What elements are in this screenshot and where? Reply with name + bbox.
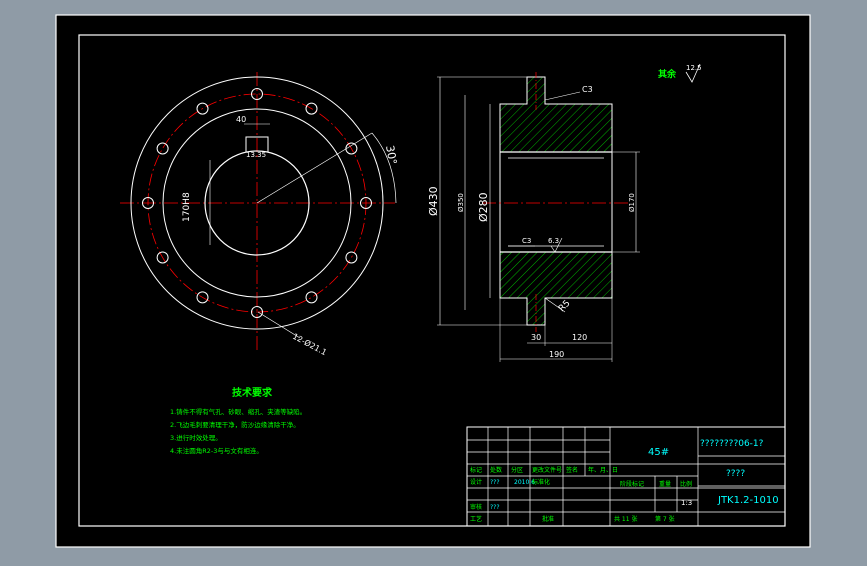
standardize-label: 标准化 bbox=[532, 478, 550, 486]
angle-arc bbox=[371, 132, 397, 204]
header-change-no: 更改文件号 bbox=[532, 466, 562, 474]
header-sign: 签名 bbox=[566, 466, 578, 474]
dim-30-text: 30 bbox=[531, 333, 541, 342]
section-view: C3 Ø430 Ø350 Ø280 Ø170 C3 6.3 R5 30 120 … bbox=[427, 72, 640, 362]
part-name-text: ???? bbox=[726, 469, 745, 479]
tech-req-item: 2.飞边毛刺要清理干净，防沙边缘清除干净。 bbox=[170, 420, 300, 429]
header-date: 年、月、日 bbox=[588, 466, 618, 474]
hub-circle bbox=[162, 108, 352, 298]
roughness-inner-text: 6.3 bbox=[548, 237, 559, 245]
tech-req-item: 4.未注圆角R2-3与与文有相连。 bbox=[170, 446, 263, 455]
tech-req-title: 技术要求 bbox=[232, 386, 273, 399]
sheets-total: 共 11 张 bbox=[614, 515, 637, 523]
designer-name: ??? bbox=[490, 479, 500, 486]
title-block-text: 45# ????????06-1? ???? JTK1.2-1010 1:3 标… bbox=[470, 439, 779, 523]
dim-120-text: 120 bbox=[572, 333, 587, 342]
process-label: 工艺 bbox=[470, 515, 482, 523]
radius-leader bbox=[544, 297, 566, 313]
surface-finish-note: 其余 12.5 bbox=[658, 63, 702, 83]
chamfer-leader-top bbox=[544, 91, 581, 101]
chamfer-top-text: C3 bbox=[582, 85, 593, 94]
outer-frame bbox=[55, 14, 811, 548]
drawing-no-text: JTK1.2-1010 bbox=[717, 495, 779, 506]
dim-170-text: Ø170 bbox=[628, 193, 636, 212]
header-mark: 标记 bbox=[470, 466, 482, 474]
bolt-holes bbox=[142, 88, 372, 318]
angle-text: 30° bbox=[383, 144, 399, 165]
bore-circle bbox=[204, 150, 310, 256]
outer-rim-circle bbox=[130, 76, 384, 330]
bolt-hole bbox=[305, 102, 318, 115]
design-date: 2010.6 bbox=[514, 479, 535, 486]
technical-requirements: 技术要求 1.铸件不得有气孔、砂眼、缩孔、夹渣等缺陷。 2.飞边毛刺要清理干净，… bbox=[170, 386, 306, 455]
angle-leader bbox=[256, 132, 373, 204]
bolt-hole bbox=[305, 291, 318, 304]
dim-280-text: Ø280 bbox=[477, 192, 490, 222]
approve-label: 批准 bbox=[542, 515, 554, 523]
dim-350-text: Ø350 bbox=[457, 193, 465, 212]
title-block bbox=[466, 426, 786, 527]
dim-430-text: Ø430 bbox=[427, 186, 440, 216]
drawing-name-text: ????????06-1? bbox=[700, 439, 764, 449]
scale-text: 1:3 bbox=[681, 499, 692, 507]
review-name: ??? bbox=[490, 504, 500, 511]
keyway-width-text: 40 bbox=[236, 115, 246, 124]
designer-label: 设计 bbox=[470, 478, 482, 486]
surface-finish-icon bbox=[685, 63, 701, 83]
bolt-hole bbox=[196, 102, 209, 115]
inner-frame bbox=[78, 34, 786, 527]
sheet-no: 第 7 张 bbox=[655, 515, 675, 523]
surface-note-value: 12.5 bbox=[686, 64, 702, 72]
keyway-outline bbox=[245, 136, 269, 152]
weight-label: 重量 bbox=[659, 480, 671, 488]
dim-190-text: 190 bbox=[549, 350, 564, 359]
surface-note-label: 其余 bbox=[658, 68, 677, 80]
bolt-hole bbox=[156, 251, 169, 264]
roughness-inner-symbol bbox=[550, 237, 563, 253]
bolt-hole bbox=[142, 197, 154, 209]
ratio-label: 比例 bbox=[680, 480, 692, 488]
header-zone: 分区 bbox=[511, 466, 523, 474]
keyway-height-text: 13.35 bbox=[246, 151, 266, 159]
bore-dim-text: 170H8 bbox=[182, 192, 192, 222]
bolt-hole bbox=[251, 306, 263, 318]
header-count: 处数 bbox=[490, 466, 502, 474]
bolt-circle bbox=[147, 93, 367, 313]
bolt-hole bbox=[156, 142, 169, 155]
tech-req-item: 3.进行时效处理。 bbox=[170, 433, 222, 442]
review-label: 审核 bbox=[470, 503, 482, 511]
bolt-hole bbox=[360, 197, 372, 209]
stage-label: 阶段标记 bbox=[620, 480, 644, 488]
bolt-hole bbox=[251, 88, 263, 100]
hole-leader bbox=[257, 311, 301, 339]
tech-req-item: 1.铸件不得有气孔、砂眼、缩孔、夹渣等缺陷。 bbox=[170, 407, 306, 416]
chamfer-inner-text: C3 bbox=[522, 237, 531, 245]
material-text: 45# bbox=[648, 447, 669, 458]
bolt-hole bbox=[196, 291, 209, 304]
bolt-hole bbox=[345, 251, 358, 264]
